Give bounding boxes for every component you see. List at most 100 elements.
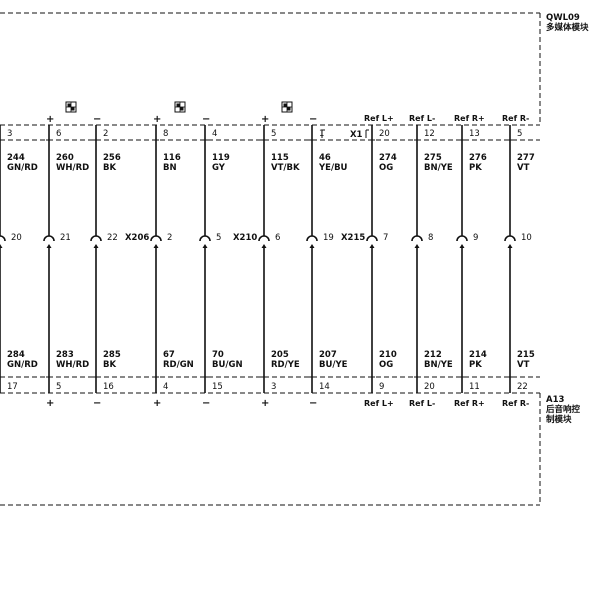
top-ref-label: Ref R- bbox=[502, 114, 529, 123]
bottom-pin-number: 14 bbox=[319, 382, 330, 392]
bottom-wire-code: 212 bbox=[424, 350, 442, 360]
inline-connector-pin bbox=[369, 244, 375, 248]
top-wire-code: 119 bbox=[212, 153, 230, 163]
inline-connector-arc bbox=[306, 235, 318, 242]
bottom-wire-color: RD/YE bbox=[271, 360, 300, 370]
inline-connector-arc bbox=[366, 235, 378, 242]
bottom-wire-color: BK bbox=[103, 360, 116, 370]
top-polarity-sign: − bbox=[309, 114, 317, 125]
top-ref-label: Ref L- bbox=[409, 114, 435, 123]
middle-pin-number: 21 bbox=[60, 233, 71, 243]
top-pin-number: 8 bbox=[163, 129, 168, 139]
top-wire-code: 276 bbox=[469, 153, 487, 163]
top-wire-code: 256 bbox=[103, 153, 121, 163]
top-pin-number: 2 bbox=[103, 129, 108, 139]
bottom-pin-number: 5 bbox=[56, 382, 61, 392]
bottom-wire-color: WH/RD bbox=[56, 360, 89, 370]
bottom-pin-number: 20 bbox=[424, 382, 435, 392]
bottom-wire-code: 207 bbox=[319, 350, 337, 360]
middle-pin-number: 2 bbox=[167, 233, 172, 243]
bottom-module-name-line1: 后音响控 bbox=[546, 404, 581, 415]
bottom-wire-color: BU/YE bbox=[319, 360, 348, 370]
bottom-pin-number: 3 bbox=[271, 382, 276, 392]
inline-connector-pin bbox=[507, 244, 513, 248]
bottom-wire-color: GN/RD bbox=[7, 360, 38, 370]
top-connector-label: X1 bbox=[350, 130, 363, 140]
bottom-pin-number: 22 bbox=[517, 382, 528, 392]
inline-connector-arc bbox=[504, 235, 516, 242]
top-wire-color: YE/BU bbox=[318, 163, 348, 173]
speaker-icon bbox=[174, 101, 186, 113]
top-pin-number: 3 bbox=[7, 129, 12, 139]
connector-bracket bbox=[365, 129, 369, 138]
bottom-ref-label: Ref R- bbox=[502, 399, 529, 408]
bottom-polarity-sign: − bbox=[93, 398, 101, 409]
top-module-name: 多媒体模块 bbox=[546, 22, 589, 33]
inline-connector-arc bbox=[150, 235, 162, 242]
top-wire-color: WH/RD bbox=[56, 163, 89, 173]
inline-connector-arc bbox=[199, 235, 211, 242]
top-wire-color: GN/RD bbox=[7, 163, 38, 173]
inline-connector-arc bbox=[456, 235, 468, 242]
speaker-icon bbox=[65, 101, 77, 113]
top-wire-color: VT bbox=[517, 163, 530, 173]
top-wire-color: GY bbox=[212, 163, 226, 173]
top-polarity-sign: + bbox=[261, 114, 269, 125]
middle-pin-number: 7 bbox=[383, 233, 388, 243]
inline-connector-arc bbox=[258, 235, 270, 242]
bottom-wire-color: OG bbox=[379, 360, 393, 370]
top-wire-color: BK bbox=[103, 163, 116, 173]
bottom-pin-number: 15 bbox=[212, 382, 223, 392]
bottom-wire-code: 284 bbox=[7, 350, 25, 360]
bottom-polarity-sign: + bbox=[261, 398, 269, 409]
middle-pin-number: 20 bbox=[11, 233, 22, 243]
top-pin-number: 6 bbox=[56, 129, 61, 139]
bottom-pin-number: 16 bbox=[103, 382, 114, 392]
bottom-wire-code: 283 bbox=[56, 350, 74, 360]
inline-connector-pin bbox=[93, 244, 99, 248]
top-wire-code: 260 bbox=[56, 153, 74, 163]
top-ref-label: Ref L+ bbox=[364, 114, 394, 123]
middle-connector-label: X206 bbox=[125, 233, 149, 243]
bottom-polarity-sign: + bbox=[46, 398, 54, 409]
bottom-wire-code: 205 bbox=[271, 350, 289, 360]
inline-connector-pin bbox=[414, 244, 420, 248]
speaker-icon bbox=[281, 101, 293, 113]
top-wire-color: OG bbox=[379, 163, 393, 173]
top-pin-number: 20 bbox=[379, 129, 390, 139]
top-wire-color: VT/BK bbox=[271, 163, 300, 173]
middle-pin-number: 5 bbox=[216, 233, 221, 243]
bottom-pin-number: 17 bbox=[7, 382, 18, 392]
bottom-module-name-line2: 制模块 bbox=[546, 414, 572, 425]
bottom-polarity-sign: − bbox=[309, 398, 317, 409]
middle-connector-label: X210 bbox=[233, 233, 257, 243]
top-polarity-sign: + bbox=[153, 114, 161, 125]
top-wire-color: BN bbox=[163, 163, 177, 173]
bottom-wire-color: BN/YE bbox=[424, 360, 453, 370]
top-wire-code: 116 bbox=[163, 153, 181, 163]
top-pin-number: 5 bbox=[271, 129, 276, 139]
bottom-pin-number: 9 bbox=[379, 382, 384, 392]
bottom-wire-code: 214 bbox=[469, 350, 487, 360]
bottom-ref-label: Ref L+ bbox=[364, 399, 394, 408]
top-wire-code: 244 bbox=[7, 153, 25, 163]
top-wire-code: 277 bbox=[517, 153, 535, 163]
bottom-wire-color: VT bbox=[517, 360, 530, 370]
top-polarity-sign: + bbox=[46, 114, 54, 125]
top-pin-number: 4 bbox=[212, 129, 217, 139]
middle-pin-number: 22 bbox=[107, 233, 118, 243]
bottom-module-id: A13 bbox=[546, 395, 564, 405]
middle-pin-number: 9 bbox=[473, 233, 478, 243]
inline-connector-pin bbox=[309, 244, 315, 248]
top-polarity-sign: − bbox=[93, 114, 101, 125]
bottom-wire-color: RD/GN bbox=[163, 360, 194, 370]
top-wire-code: 274 bbox=[379, 153, 397, 163]
bottom-wire-code: 67 bbox=[163, 350, 175, 360]
top-polarity-sign: − bbox=[202, 114, 210, 125]
middle-connector-label: X215 bbox=[341, 233, 365, 243]
bottom-wire-code: 70 bbox=[212, 350, 224, 360]
bottom-pin-number: 4 bbox=[163, 382, 168, 392]
wire-group: 3244GN/RD20284GN/RD176260WH/RD21283WH/RD… bbox=[0, 114, 535, 409]
top-ref-label: Ref R+ bbox=[454, 114, 485, 123]
bottom-wire-color: PK bbox=[469, 360, 482, 370]
